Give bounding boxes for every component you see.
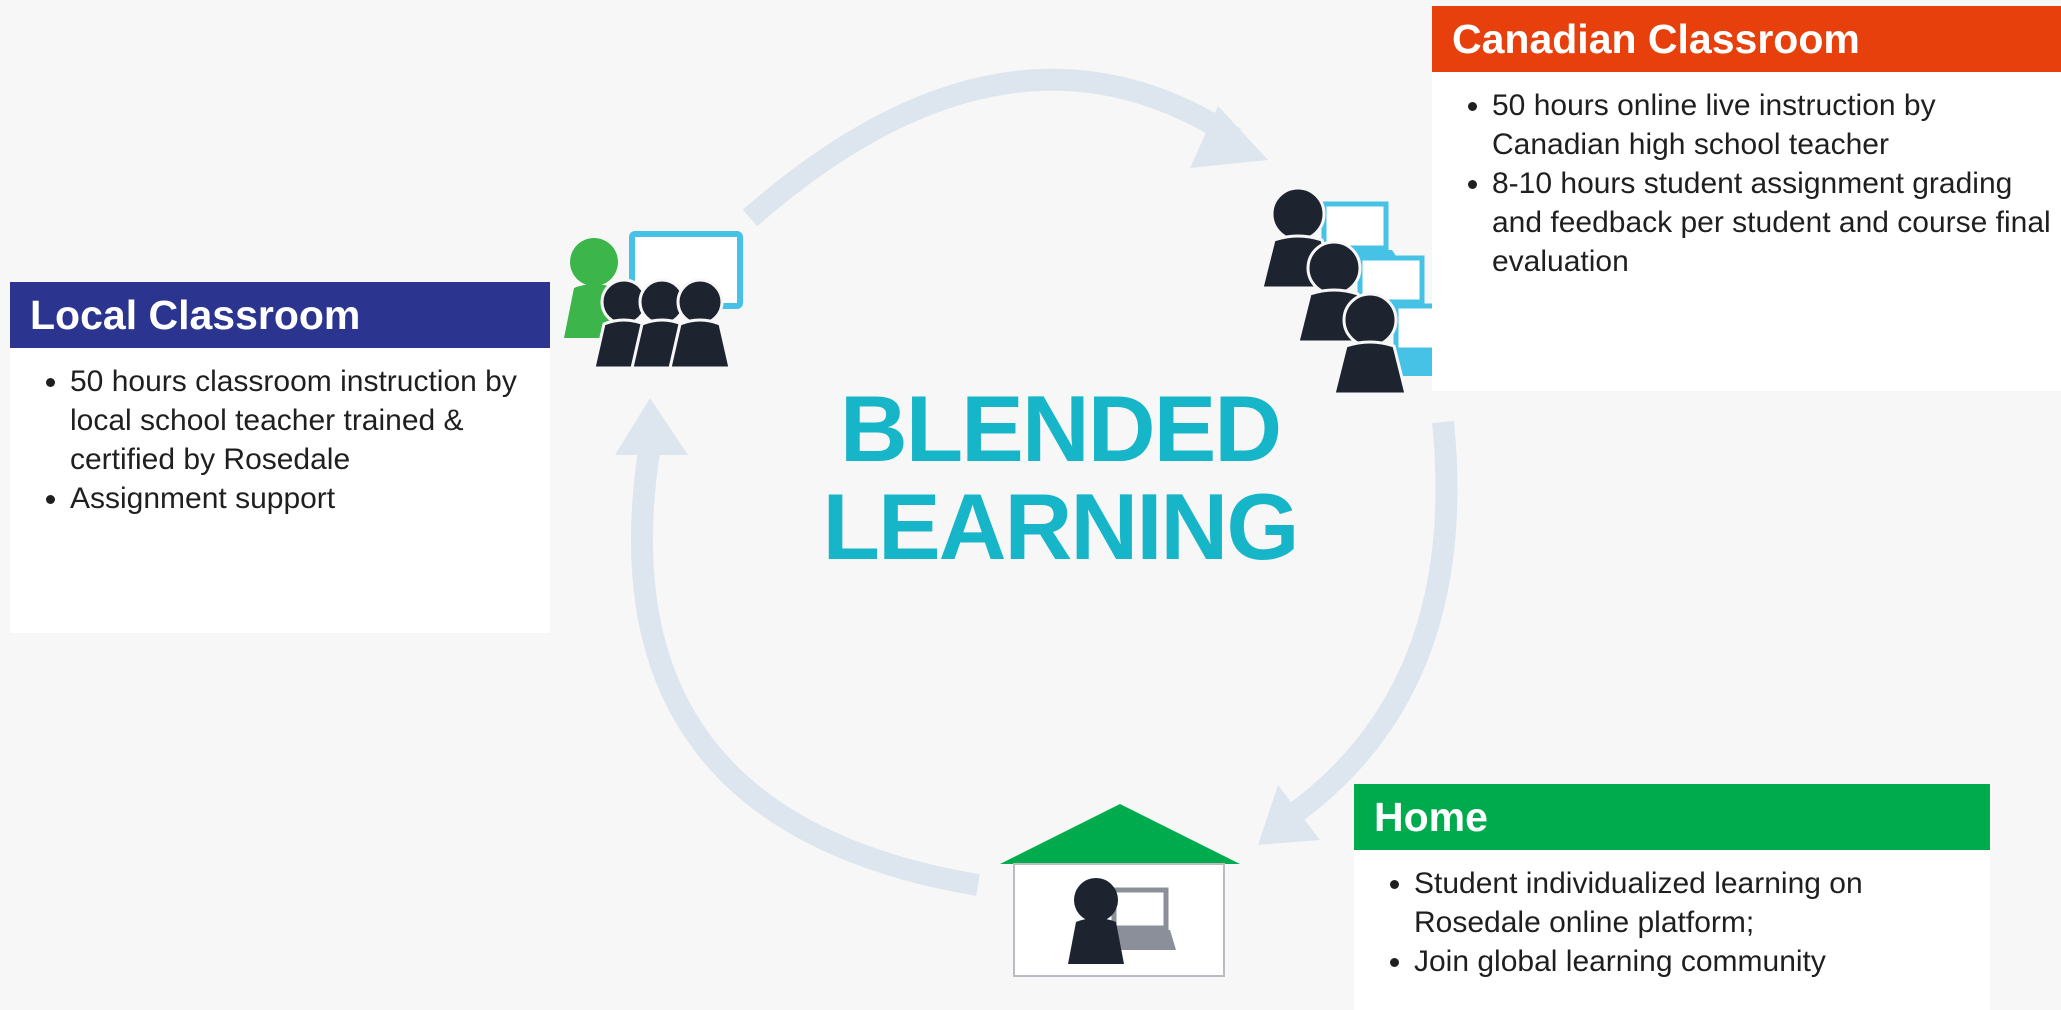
arrowhead-home <box>1258 785 1320 845</box>
local-classroom-panel: Local Classroom 50 hours classroom instr… <box>10 282 550 633</box>
canadian-classroom-bullets: 50 hours online live instruction by Cana… <box>1432 72 2061 281</box>
arrow-home-to-local <box>631 443 980 896</box>
teacher-with-students-icon <box>564 231 743 368</box>
home-title: Home <box>1354 784 1990 850</box>
arrow-canadian-to-home <box>1281 420 1458 827</box>
arrow-local-to-canadian <box>742 68 1242 227</box>
canadian-classroom-title: Canadian Classroom <box>1432 6 2061 72</box>
center-title: BLENDED LEARNING <box>760 380 1360 576</box>
student-figure <box>1068 878 1124 964</box>
local-classroom-title: Local Classroom <box>10 282 550 348</box>
list-item: Student individualized learning on Rosed… <box>1414 864 1980 942</box>
arrowhead-canadian <box>1190 106 1268 168</box>
center-title-line1: BLENDED <box>839 376 1282 481</box>
list-item: 50 hours classroom instruction by local … <box>70 362 540 479</box>
house-student-laptop-icon <box>1000 804 1240 977</box>
student-figures <box>592 278 732 368</box>
home-bullets: Student individualized learning on Rosed… <box>1354 850 1990 981</box>
arrowhead-local <box>615 398 688 455</box>
list-item: 50 hours online live instruction by Cana… <box>1492 86 2052 164</box>
list-item: Join global learning community <box>1414 942 1980 981</box>
center-title-line2: LEARNING <box>822 474 1300 579</box>
canadian-classroom-panel: Canadian Classroom 50 hours online live … <box>1432 6 2061 391</box>
house-roof-icon <box>1000 804 1240 864</box>
list-item: 8-10 hours student assignment grading an… <box>1492 164 2052 281</box>
student-figures <box>1262 188 1408 396</box>
local-classroom-bullets: 50 hours classroom instruction by local … <box>10 348 550 518</box>
list-item: Assignment support <box>70 479 540 518</box>
home-panel: Home Student individualized learning on … <box>1354 784 1990 1010</box>
